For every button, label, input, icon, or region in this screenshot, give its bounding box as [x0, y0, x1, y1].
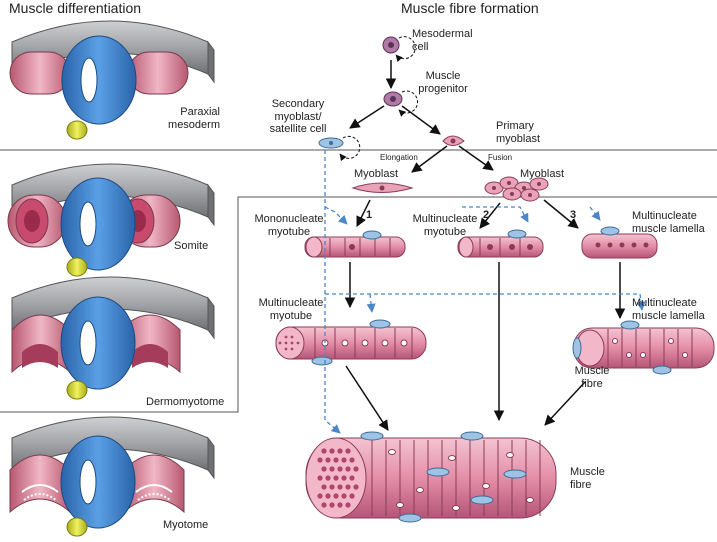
- myofibril-dot: [321, 502, 327, 508]
- label-multinucleate-lamella-top: Multinucleate muscle lamella: [632, 210, 705, 235]
- myofibril-dot: [349, 475, 355, 481]
- myofibril-dot: [321, 448, 327, 454]
- myofibril-dot: [333, 493, 339, 499]
- myofibril-dot: [349, 457, 355, 463]
- multinucleate-myotube-mid: [275, 319, 427, 366]
- label-muscle-fibre-small: Muscle fibre: [574, 365, 610, 390]
- arrow-myotube-to-fibre: [345, 365, 389, 431]
- label-multinucleate-myotube-top: Multinucleate myotube: [412, 213, 478, 238]
- arrow-path-2: [479, 202, 501, 229]
- myofibril-dot: [317, 493, 323, 499]
- myofibril-dot: [345, 502, 351, 508]
- multinucleate-lamella-mid: [572, 320, 715, 375]
- fibre-nucleus: [448, 455, 456, 461]
- arrow-to-secondary: [349, 105, 385, 129]
- label-muscle-fibre-big: Muscle fibre: [570, 466, 605, 491]
- frame-lines: [0, 149, 717, 413]
- myofibril-dot: [337, 502, 343, 508]
- fibre-nucleus: [388, 449, 396, 455]
- multinucleate-lamella-top: [581, 226, 658, 259]
- satellite-cell-pathway: [324, 150, 646, 434]
- label-secondary-myoblast: Secondary myoblast/ satellite cell: [269, 98, 327, 136]
- myofibril-dot: [325, 457, 331, 463]
- label-mononucleate-myotube: Mononucleate myotube: [254, 213, 324, 238]
- muscle-progenitor-cell: [383, 90, 419, 117]
- myofibril-dot: [317, 475, 323, 481]
- arrow-to-primary: [401, 105, 441, 135]
- label-dermomyotome: Dermomyotome: [146, 396, 225, 408]
- pathway-number-3: 3: [570, 209, 577, 221]
- heading-muscle-differentiation: Muscle differentiation: [9, 0, 142, 16]
- myofibril-dot: [325, 475, 331, 481]
- myofibril-dot: [329, 448, 335, 454]
- fibre-nucleus: [526, 497, 534, 503]
- secondary-myoblast-cell: [318, 135, 361, 162]
- myofibril-dot: [345, 484, 351, 490]
- label-elongation: Elongation: [380, 153, 418, 162]
- paraxial-mesoderm-illustration: [9, 20, 215, 140]
- myotome-illustration: [9, 416, 215, 537]
- label-primary-myoblast: Primary myoblast: [496, 120, 541, 145]
- heading-muscle-fibre-formation: Muscle fibre formation: [401, 0, 539, 16]
- label-fusion: Fusion: [488, 153, 513, 162]
- myofibril-dot: [349, 493, 355, 499]
- myofibril-dot: [353, 466, 359, 472]
- myofibril-dot: [329, 502, 335, 508]
- myofibril-dot: [325, 493, 331, 499]
- myofibril-dot: [333, 457, 339, 463]
- pathway-number-2: 2: [483, 209, 490, 221]
- fibre-nucleus: [452, 505, 460, 511]
- myofibril-dot: [333, 475, 339, 481]
- primary-myoblast-cell: [442, 135, 465, 146]
- myofibril-dot: [341, 475, 347, 481]
- myofibril-dot: [321, 484, 327, 490]
- mature-muscle-fibre: [305, 431, 557, 523]
- elongated-myoblast: [351, 182, 414, 193]
- arrow-path-3: [543, 199, 579, 229]
- arrow-fusion: [458, 145, 494, 171]
- fibre-nucleus: [396, 502, 404, 508]
- label-myoblast-right: Myoblast: [520, 168, 565, 180]
- somite-illustration: [7, 163, 215, 277]
- pathway-number-1: 1: [366, 209, 373, 221]
- label-muscle-progenitor: Muscle progenitor: [418, 70, 468, 95]
- label-multinucleate-myotube-mid: Multinucleate myotube: [258, 297, 324, 322]
- fibre-nucleus: [416, 487, 424, 493]
- myofibril-dot: [337, 466, 343, 472]
- myofibril-dot: [345, 466, 351, 472]
- fibre-nucleus: [482, 483, 490, 489]
- myofibril-dot: [337, 484, 343, 490]
- fibre-nucleus: [506, 452, 514, 458]
- label-paraxial-mesoderm: Paraxial mesoderm: [168, 106, 220, 131]
- myofibril-dot: [321, 466, 327, 472]
- label-myoblast-left: Myoblast: [354, 168, 399, 180]
- label-multinucleate-lamella-mid: Multinucleate muscle lamella: [632, 297, 705, 322]
- mononucleate-myotube: [304, 230, 406, 258]
- label-myotome: Myotome: [163, 519, 209, 531]
- myofibril-dot: [341, 457, 347, 463]
- label-mesodermal-cell: Mesodermal cell: [412, 28, 473, 53]
- myofibril-dot: [337, 448, 343, 454]
- label-somite: Somite: [174, 240, 209, 252]
- mesodermal-cell: [382, 36, 416, 63]
- myofibril-dot: [353, 484, 359, 490]
- arrow-path-1: [356, 199, 371, 227]
- arrow-lamella-to-fibre: [544, 381, 586, 426]
- multinucleate-myotube-top: [457, 229, 544, 258]
- myoblast-cluster: [484, 176, 549, 202]
- myofibril-dot: [341, 493, 347, 499]
- arrow-elongation: [411, 145, 448, 173]
- myofibril-dot: [345, 448, 351, 454]
- dermomyotome-illustration: [11, 276, 215, 400]
- myofibril-dot: [317, 457, 323, 463]
- myofibril-dot: [329, 484, 335, 490]
- myofibril-dot: [329, 466, 335, 472]
